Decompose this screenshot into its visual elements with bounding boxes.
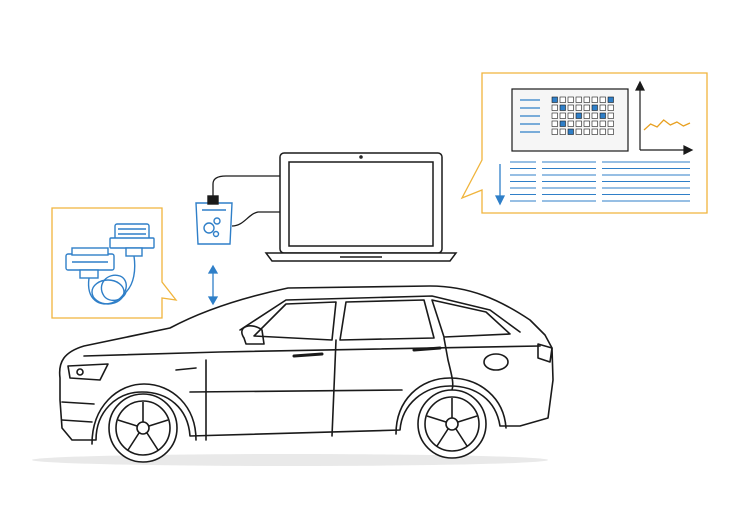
grid-cell: [591, 120, 598, 127]
grid-cell: [567, 96, 574, 103]
data-list-lines: [510, 161, 690, 202]
grid-cell-filled: [575, 112, 582, 119]
adapter-laptop-cables: [212, 175, 282, 227]
grid-cell: [567, 104, 574, 111]
grid-window-list-lines: [520, 99, 540, 133]
grid-cell: [575, 104, 582, 111]
grid-cell: [551, 104, 558, 111]
rear-window: [431, 299, 511, 338]
grid-cell: [575, 120, 582, 127]
laptop-icon: [264, 152, 458, 262]
rear-wheel: [417, 389, 487, 459]
data-dashboard-callout: [460, 72, 708, 214]
side-mirror: [241, 325, 265, 345]
grid-cell: [607, 112, 614, 119]
serial-connector-cable-icon: [65, 223, 155, 305]
suv-icon: [32, 285, 554, 466]
grid-cell: [591, 128, 598, 135]
front-wheel: [108, 393, 178, 463]
grid-cell: [583, 96, 590, 103]
grid-cell-filled: [599, 112, 606, 119]
down-arrow-icon: [494, 164, 506, 206]
grid-cell: [599, 104, 606, 111]
grid-cell: [583, 128, 590, 135]
front-bumper: [61, 401, 95, 423]
grid-cell: [567, 120, 574, 127]
grid-cell: [559, 128, 566, 135]
middle-window: [339, 299, 435, 341]
data-dashboard-icon: [494, 80, 694, 206]
grid-cell: [551, 128, 558, 135]
grid-cell: [583, 112, 590, 119]
grid-cell: [607, 120, 614, 127]
front-window: [253, 301, 337, 341]
grid-cell-filled: [559, 104, 566, 111]
ground-shadow: [32, 454, 548, 466]
connector-callout: [51, 207, 178, 319]
grid-cell: [599, 128, 606, 135]
rear-wheel-arch: [395, 377, 507, 435]
grid-cell: [551, 120, 558, 127]
grid-cell-filled: [559, 120, 566, 127]
grid-cell: [575, 128, 582, 135]
grid-cell: [583, 120, 590, 127]
obd-adapter-icon: [195, 195, 233, 245]
side-vent: [175, 367, 197, 371]
grid-cell: [591, 112, 598, 119]
taillight: [537, 343, 553, 363]
grid-cell: [559, 96, 566, 103]
rear-door-handle: [412, 346, 442, 352]
grid-cell: [551, 112, 558, 119]
grid-cell: [575, 96, 582, 103]
data-cell-grid: [551, 96, 614, 135]
grid-cell-filled: [607, 96, 614, 103]
trend-chart: [635, 80, 694, 155]
grid-cell: [559, 112, 566, 119]
vertical-double-arrow-icon: [207, 264, 219, 306]
grid-cell: [607, 128, 614, 135]
grid-cell: [591, 96, 598, 103]
middle-door-seam: [331, 339, 337, 437]
grid-cell: [599, 120, 606, 127]
car-roof: [239, 295, 521, 333]
grid-cell: [583, 104, 590, 111]
grid-cell-filled: [567, 128, 574, 135]
grid-cell: [567, 112, 574, 119]
lower-crease: [189, 389, 403, 393]
grid-cell: [599, 96, 606, 103]
headlight-lens: [76, 368, 84, 376]
front-door-handle: [292, 352, 324, 358]
headlight: [67, 363, 109, 381]
fuel-cap: [483, 353, 509, 371]
grid-cell-filled: [551, 96, 558, 103]
trend-line: [643, 119, 691, 131]
front-wheel-arch: [91, 383, 197, 445]
grid-cell: [607, 104, 614, 111]
rear-door-seam: [443, 337, 454, 391]
grid-cell-filled: [591, 104, 598, 111]
